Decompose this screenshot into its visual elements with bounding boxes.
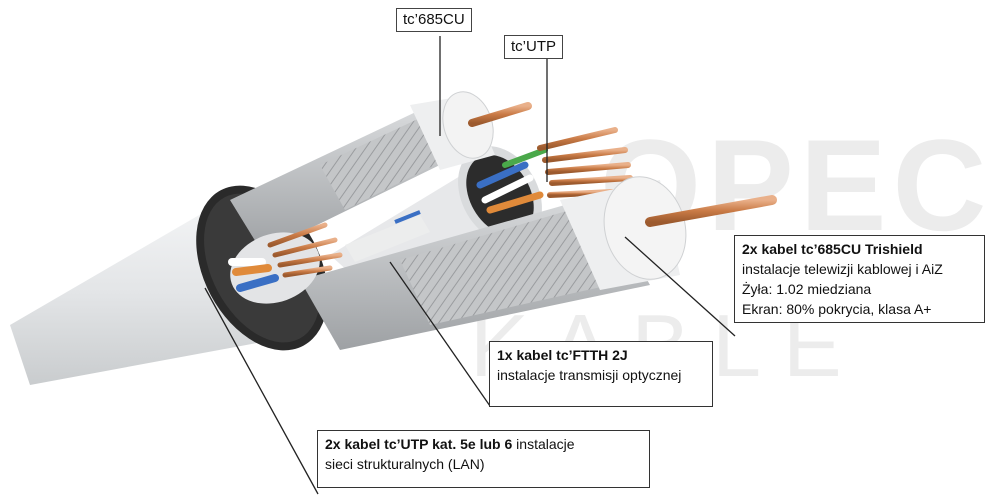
callout-ftth: 1x kabel tc’FTTH 2J instalacje transmisj… bbox=[489, 341, 713, 407]
utp-cable-lower bbox=[228, 222, 343, 304]
callout-ftth-title: 1x kabel tc’FTTH 2J bbox=[497, 347, 628, 363]
callout-trishield-line2: Żyła: 1.02 miedziana bbox=[742, 281, 872, 297]
callout-trishield-line1: instalacje telewizji kablowej i AiZ bbox=[742, 261, 943, 277]
ftth-fiber bbox=[345, 210, 430, 262]
callout-utp: 2x kabel tc’UTP kat. 5e lub 6 instalacje… bbox=[317, 430, 650, 488]
callout-utp-line1: sieci strukturalnych (LAN) bbox=[325, 456, 485, 472]
label-tc685cu: tc’685CU bbox=[396, 8, 472, 32]
callout-trishield: 2x kabel tc’685CU Trishield instalacje t… bbox=[734, 235, 985, 323]
label-tcutp: tc’UTP bbox=[504, 35, 563, 59]
leader-lines bbox=[204, 36, 736, 495]
coax-cable-lower bbox=[300, 176, 777, 350]
callout-trishield-title: 2x kabel tc’685CU Trishield bbox=[742, 241, 923, 257]
callout-ftth-line1: instalacje transmisji optycznej bbox=[497, 367, 682, 383]
callout-trishield-line3: Ekran: 80% pokrycia, klasa A+ bbox=[742, 301, 932, 317]
callout-utp-title: 2x kabel tc’UTP kat. 5e lub 6 bbox=[325, 436, 513, 452]
callout-utp-title-suffix: instalacje bbox=[512, 436, 575, 452]
coax-cable-upper bbox=[230, 91, 532, 252]
